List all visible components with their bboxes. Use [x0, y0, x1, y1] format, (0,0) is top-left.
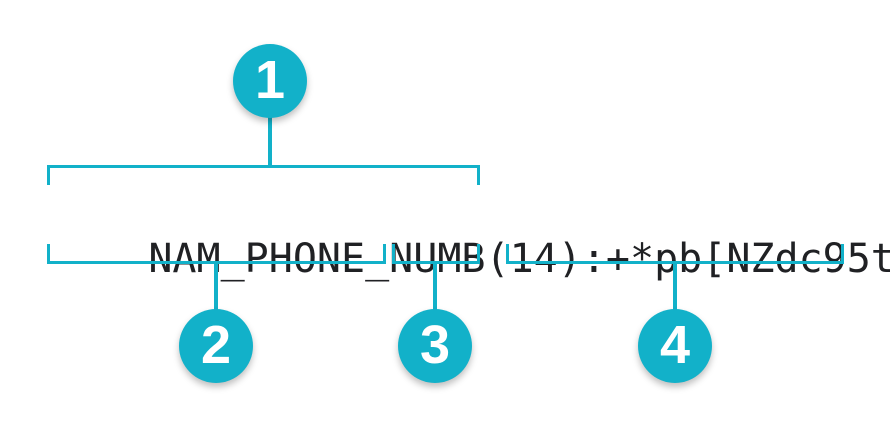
callout-bracket-1: [47, 165, 480, 185]
callout-bracket-4: [506, 244, 844, 264]
callout-circle-2: 2: [179, 309, 253, 383]
callout-stem-3: [433, 262, 437, 312]
callout-number-2: 2: [200, 315, 232, 375]
callout-stem-4: [673, 262, 677, 312]
callout-circle-1: 1: [233, 44, 307, 118]
token-separator: :: [581, 236, 606, 282]
callout-stem-2: [214, 262, 218, 312]
callout-stem-1: [268, 112, 272, 168]
callout-circle-3: 3: [398, 309, 472, 383]
token-name-segment: NAM_PHONE_NUMB: [148, 236, 486, 282]
callout-circle-4: 4: [638, 309, 712, 383]
callout-number-1: 1: [254, 50, 286, 110]
callout-number-3: 3: [419, 315, 451, 375]
token-text: NAM_PHONE_NUMB(14):+*pb[NZdc95tLB: [52, 190, 890, 282]
callout-number-4: 4: [659, 315, 691, 375]
callout-bracket-2: [47, 244, 386, 264]
callout-bracket-3: [392, 244, 480, 264]
token-length-segment: (14): [485, 236, 582, 282]
